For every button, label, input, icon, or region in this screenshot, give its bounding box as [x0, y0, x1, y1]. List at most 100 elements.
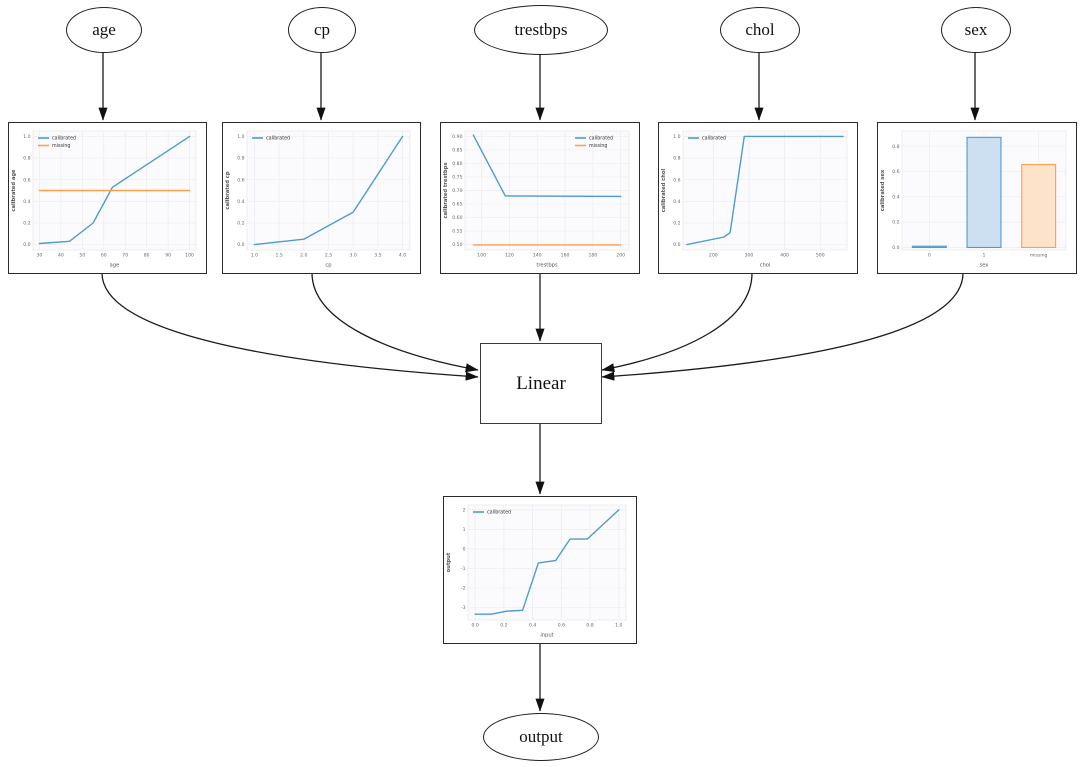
node-cp-label: cp — [313, 20, 331, 39]
svg-text:0.90: 0.90 — [452, 134, 462, 140]
svg-text:1.5: 1.5 — [275, 253, 282, 259]
svg-text:0.85: 0.85 — [452, 148, 462, 154]
svg-text:calibrated: calibrated — [589, 136, 613, 142]
svg-text:400: 400 — [780, 253, 789, 259]
svg-text:0.55: 0.55 — [452, 229, 462, 235]
svg-text:0.60: 0.60 — [452, 215, 462, 221]
svg-text:1.0: 1.0 — [237, 134, 244, 140]
svg-text:50: 50 — [79, 253, 85, 259]
node-cp: cp — [288, 7, 356, 53]
svg-text:0.2: 0.2 — [23, 221, 30, 227]
svg-text:80: 80 — [144, 253, 150, 259]
svg-text:0.80: 0.80 — [452, 161, 462, 167]
svg-text:0.4: 0.4 — [529, 623, 536, 629]
svg-text:0.8: 0.8 — [237, 156, 244, 162]
node-chol-label: chol — [745, 20, 775, 39]
svg-text:0.0: 0.0 — [23, 242, 30, 248]
svg-text:1: 1 — [463, 527, 466, 533]
svg-text:0.6: 0.6 — [673, 177, 680, 183]
svg-text:0.0: 0.0 — [673, 242, 680, 248]
svg-text:1.0: 1.0 — [615, 623, 622, 629]
svg-text:300: 300 — [745, 253, 754, 259]
svg-text:0.6: 0.6 — [23, 177, 30, 183]
svg-text:70: 70 — [122, 253, 128, 259]
node-sex-label: sex — [964, 20, 988, 39]
svg-text:0.2: 0.2 — [237, 221, 244, 227]
node-chol: chol — [720, 7, 800, 53]
svg-text:0.8: 0.8 — [23, 156, 30, 162]
svg-text:calibrated age: calibrated age — [11, 169, 17, 212]
svg-text:0.2: 0.2 — [500, 623, 507, 629]
svg-text:2.5: 2.5 — [325, 253, 332, 259]
svg-text:1.0: 1.0 — [673, 134, 680, 140]
svg-text:200: 200 — [709, 253, 718, 259]
svg-text:0.8: 0.8 — [673, 156, 680, 162]
svg-text:sex: sex — [980, 263, 989, 269]
edge-cp-to-linear — [311, 272, 479, 373]
node-age: age — [66, 7, 142, 53]
svg-text:calibrated: calibrated — [266, 136, 290, 142]
svg-text:60: 60 — [101, 253, 107, 259]
svg-text:0.75: 0.75 — [452, 175, 462, 181]
svg-text:chol: chol — [760, 263, 771, 269]
svg-text:trestbps: trestbps — [536, 263, 558, 269]
svg-text:calibrated trestbps: calibrated trestbps — [443, 162, 449, 218]
svg-text:-2: -2 — [461, 585, 466, 591]
svg-text:0.6: 0.6 — [892, 169, 899, 175]
svg-text:200: 200 — [616, 253, 625, 259]
svg-text:calibrated sex: calibrated sex — [880, 169, 886, 211]
svg-text:1: 1 — [983, 253, 986, 259]
svg-text:missing: missing — [1030, 253, 1048, 259]
svg-text:cp: cp — [325, 263, 332, 269]
svg-text:160: 160 — [561, 253, 570, 259]
svg-text:missing: missing — [52, 143, 70, 149]
svg-text:90: 90 — [165, 253, 171, 259]
svg-text:100: 100 — [185, 253, 194, 259]
svg-text:0.4: 0.4 — [892, 194, 899, 200]
svg-text:40: 40 — [58, 253, 64, 259]
svg-text:missing: missing — [589, 143, 607, 149]
edge-age-to-linear — [101, 272, 479, 381]
svg-text:180: 180 — [588, 253, 597, 259]
svg-text:0.65: 0.65 — [452, 202, 462, 208]
svg-text:0.0: 0.0 — [892, 245, 899, 251]
svg-text:1.0: 1.0 — [251, 253, 258, 259]
edge-chol-to-linear — [601, 272, 753, 373]
svg-text:3.0: 3.0 — [350, 253, 357, 259]
svg-text:calibrated chol: calibrated chol — [661, 169, 667, 213]
node-sex: sex — [941, 7, 1011, 53]
svg-text:0.4: 0.4 — [23, 199, 30, 205]
node-output-label: output — [519, 727, 563, 746]
svg-text:2.0: 2.0 — [300, 253, 307, 259]
svg-text:120: 120 — [505, 253, 514, 259]
svg-text:output: output — [446, 552, 452, 572]
svg-text:30: 30 — [37, 253, 43, 259]
svg-text:0.8: 0.8 — [892, 144, 899, 150]
svg-text:calibrated cp: calibrated cp — [225, 171, 231, 209]
svg-text:0.70: 0.70 — [452, 188, 462, 194]
svg-text:0.2: 0.2 — [892, 220, 899, 226]
svg-text:0.4: 0.4 — [237, 199, 244, 205]
svg-text:0.0: 0.0 — [472, 623, 479, 629]
svg-text:100: 100 — [477, 253, 486, 259]
svg-text:4.0: 4.0 — [399, 253, 406, 259]
svg-text:500: 500 — [816, 253, 825, 259]
node-trestbps-label: trestbps — [514, 20, 568, 39]
svg-text:age: age — [110, 263, 120, 269]
svg-text:0.4: 0.4 — [673, 199, 680, 205]
node-linear: Linear — [480, 343, 602, 424]
svg-text:140: 140 — [533, 253, 542, 259]
